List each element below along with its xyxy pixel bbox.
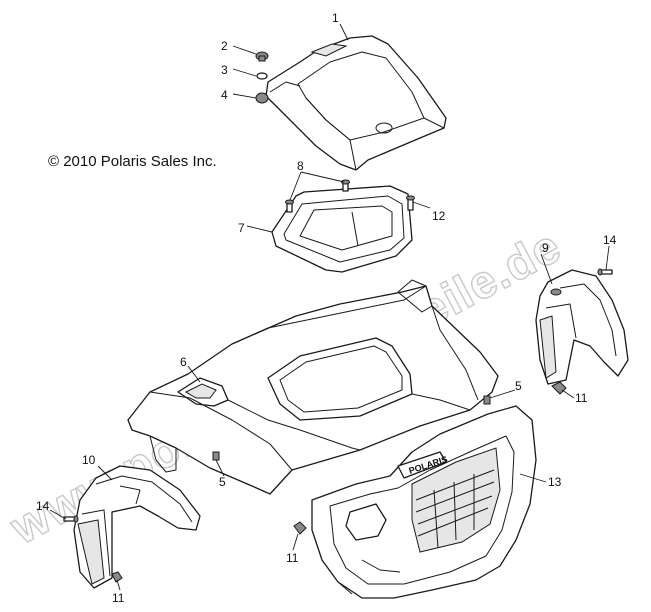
callout-9: 9 <box>542 241 549 255</box>
part-10-left-fender <box>73 465 201 589</box>
copyright-text: © 2010 Polaris Sales Inc. <box>48 153 217 170</box>
part-2-fastener <box>255 51 269 62</box>
part-7-storage-tray <box>271 185 413 273</box>
part-8-screw-left <box>285 199 294 213</box>
leader-lines <box>49 23 610 591</box>
callout-7: 7 <box>238 221 245 235</box>
part-11-clip-left-bottom <box>111 571 123 583</box>
callout-13: 13 <box>548 475 562 489</box>
callout-5-right: 5 <box>515 379 522 393</box>
callout-3: 3 <box>221 63 228 77</box>
callout-14-left: 14 <box>36 499 50 513</box>
part-8-screw-right <box>341 179 350 192</box>
part-4-grommet <box>255 92 269 104</box>
callout-labels: 1 2 3 4 8 7 12 6 5 5 9 14 11 10 14 11 11… <box>36 11 617 605</box>
part-13-front-grille: POLARIS <box>311 405 537 599</box>
callout-5-left: 5 <box>219 475 226 489</box>
part-6-hood-panel <box>127 279 499 495</box>
callout-11-left: 11 <box>112 591 125 605</box>
part-3-washer <box>256 72 268 80</box>
part-11-clip-right <box>551 381 567 395</box>
callout-14-right: 14 <box>603 233 617 247</box>
callout-12: 12 <box>432 209 446 223</box>
callout-11-grille: 11 <box>286 551 299 565</box>
part-11-clip-grille <box>293 521 307 535</box>
part-1-hood-cover <box>265 35 447 171</box>
part-14-screw-left <box>63 515 79 523</box>
part-12-screw <box>406 195 415 211</box>
callout-1: 1 <box>332 11 339 25</box>
callout-8: 8 <box>297 159 304 173</box>
part-14-screw-right <box>597 268 613 276</box>
callout-2: 2 <box>221 39 228 53</box>
callout-10: 10 <box>82 453 96 467</box>
callout-4: 4 <box>221 88 228 102</box>
callout-6: 6 <box>180 355 187 369</box>
part-9-right-fender <box>535 269 629 385</box>
callout-11-right: 11 <box>575 391 588 405</box>
